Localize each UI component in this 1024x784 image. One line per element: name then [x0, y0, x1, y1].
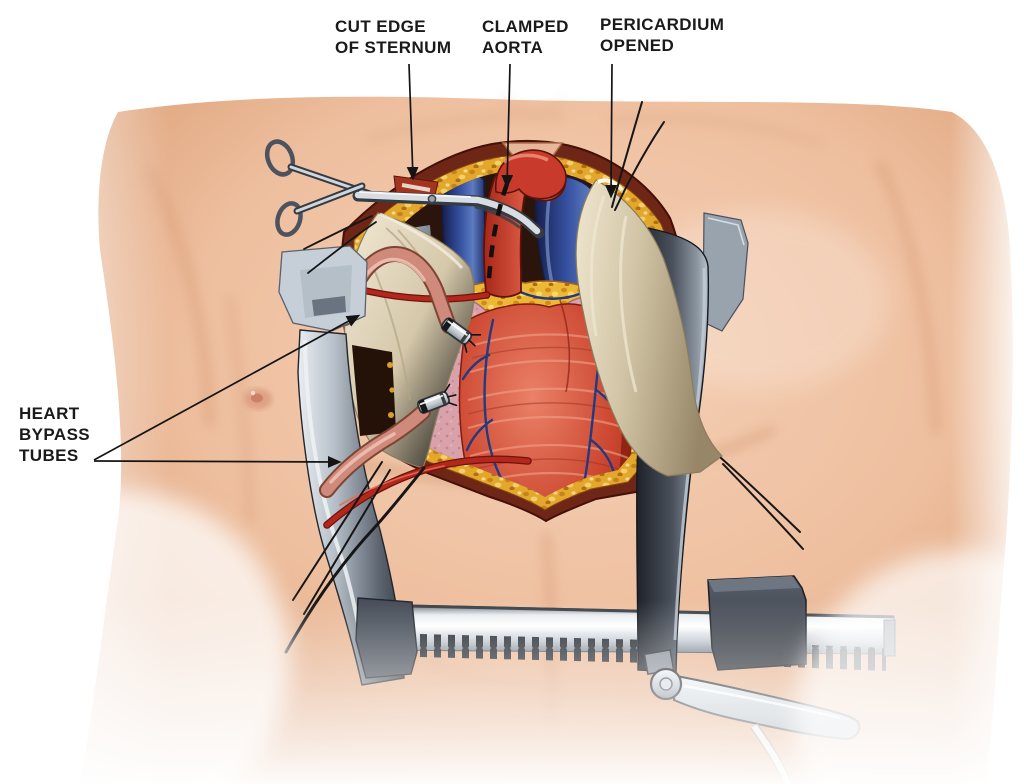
label-line: OF STERNUM	[335, 38, 452, 57]
leader-bypass-tube-upper	[93, 314, 361, 461]
nipple	[244, 388, 272, 410]
leader-cut-edge-of-sternum	[406, 63, 419, 181]
pericardium-flap-right	[575, 178, 723, 477]
label-line: TUBES	[19, 446, 79, 465]
label-line: OPENED	[600, 36, 675, 55]
cannula-lower	[416, 383, 458, 414]
label-line: CLAMPED	[482, 17, 569, 36]
label-line: HEART	[19, 404, 80, 423]
label-pericardium-opened: PERICARDIUM OPENED	[600, 14, 724, 56]
label-cut-edge-of-sternum: CUT EDGE OF STERNUM	[335, 16, 451, 58]
label-line: BYPASS	[19, 425, 91, 444]
aortic-cross-clamp	[264, 139, 545, 239]
leader-bypass-tube-lower	[93, 456, 342, 468]
label-heart-bypass-tubes: HEART BYPASS TUBES	[19, 403, 90, 466]
aortic-suture-line	[486, 183, 510, 283]
leader-lines	[93, 63, 618, 468]
label-line: CUT EDGE	[335, 17, 427, 36]
cannula-upper	[440, 317, 482, 353]
label-clamped-aorta: CLAMPED AORTA	[482, 16, 569, 58]
leader-clamped-aorta	[501, 63, 514, 189]
leader-pericardium-opened	[605, 63, 618, 199]
label-line: AORTA	[482, 38, 544, 57]
label-line: PERICARDIUM	[600, 15, 725, 34]
